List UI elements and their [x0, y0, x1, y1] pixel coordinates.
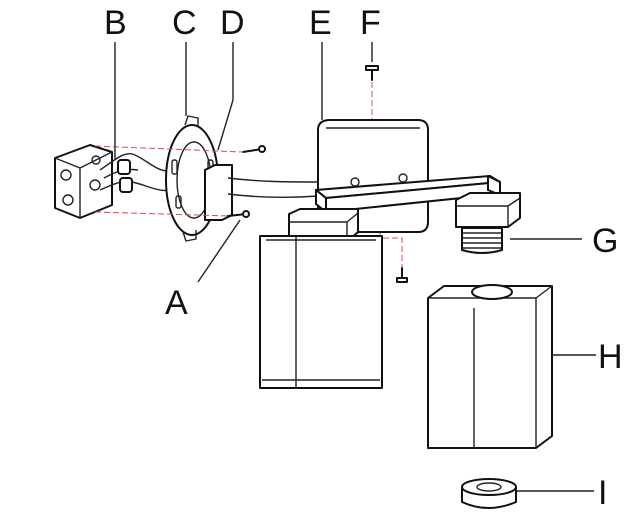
fixture-arm: [227, 173, 501, 213]
label-g: G: [592, 222, 618, 260]
label-h: H: [598, 338, 623, 376]
junction-box: [54, 144, 113, 219]
bottom-screw: [396, 267, 408, 283]
callout-labels: B C D E F A G H I: [104, 4, 623, 512]
label-f: F: [360, 4, 381, 42]
top-screw: [365, 65, 379, 81]
glass-shade: [427, 284, 553, 449]
label-i: I: [598, 474, 607, 512]
label-b: B: [104, 4, 127, 42]
label-d: D: [220, 4, 245, 42]
leader-lines: [114, 42, 596, 492]
label-e: E: [309, 4, 332, 42]
finial-nut: [461, 478, 517, 509]
crossbar: [204, 164, 233, 221]
wire-connectors: [99, 153, 179, 193]
glass-shade-left: [259, 235, 383, 389]
label-a: A: [165, 284, 188, 322]
socket-right: [455, 192, 521, 254]
mounting-screws: [227, 145, 266, 218]
label-c: C: [172, 4, 197, 42]
